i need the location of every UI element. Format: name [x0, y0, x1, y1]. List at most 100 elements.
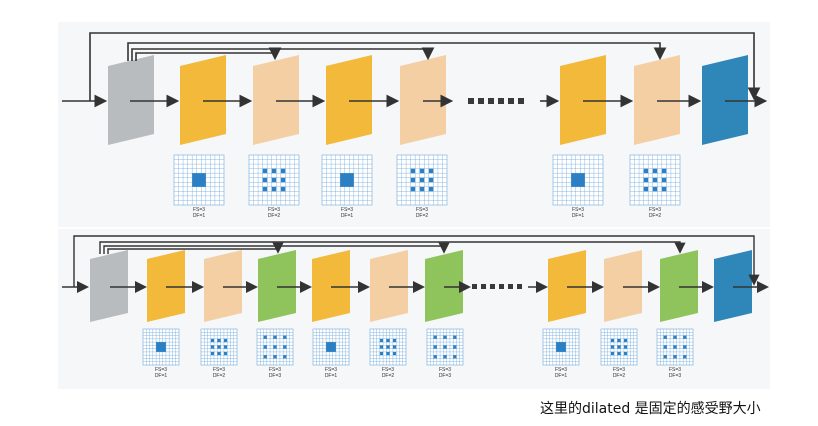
bottom-grid-4-kernel-cell: [379, 351, 384, 356]
bottom-grid-4-fs-label: FS=3: [382, 367, 394, 373]
top-grid-1-kernel-cell: [280, 186, 286, 192]
bottom-grid-8-kernel-cell: [683, 345, 687, 349]
bottom-grid-6-df-label: DF=1: [555, 373, 568, 379]
bottom-layer-11: [714, 250, 752, 322]
top-grid-1-kernel-cell: [262, 186, 268, 192]
top-grid-4-fs-label: FS=3: [572, 207, 584, 213]
top-grid-5-kernel-cell: [643, 186, 649, 192]
bottom-grid-4-kernel-cell: [386, 351, 390, 356]
bottom-grid-5-kernel-cell: [453, 345, 457, 349]
bottom-grid-1-kernel-cell: [217, 345, 221, 349]
top-grid-3-kernel-cell: [410, 168, 416, 174]
bottom-grid-7-kernel-cell: [623, 345, 628, 349]
bottom-grid-1-kernel-cell: [217, 338, 221, 343]
top-grid-3-kernel-cell: [428, 186, 434, 192]
bottom-grid-1-kernel-cell: [217, 351, 221, 356]
top-grid-1-kernel-cell: [271, 168, 277, 174]
bottom-grid-3-kernel: [326, 342, 336, 352]
bottom-ellipsis-dot: [517, 284, 522, 289]
bottom-grid-7-kernel-cell: [617, 338, 621, 343]
bottom-grid-5-kernel-cell: [443, 335, 447, 339]
top-grid-4-df-label: DF=1: [572, 213, 585, 219]
bottom-grid-1-fs-label: FS=3: [213, 367, 225, 373]
bottom-grid-4-kernel-cell: [392, 351, 397, 356]
bottom-skip-connection: [99, 241, 686, 254]
top-grid-3-kernel-cell: [419, 186, 425, 192]
top-layer-2: [253, 55, 299, 145]
bottom-grid-7-fs-label: FS=3: [613, 367, 625, 373]
bottom-grid-2-fs-label: FS=3: [269, 367, 281, 373]
top-grid-5-kernel-cell: [652, 186, 658, 192]
bottom-grid-2-kernel-cell: [283, 345, 287, 349]
bottom-ellipsis-dot: [481, 284, 486, 289]
top-grid-3-kernel-cell: [410, 177, 416, 183]
bottom-grid-7-kernel-cell: [610, 345, 615, 349]
top-layer-8: [702, 55, 748, 145]
bottom-grid-0-df-label: DF=1: [155, 373, 168, 379]
top-grid-3-df-label: DF=2: [416, 213, 429, 219]
bottom-grid-7-kernel-cell: [617, 345, 621, 349]
bottom-layer-0: [90, 250, 128, 322]
bottom-grid-8-kernel-cell: [673, 355, 677, 359]
top-grid-1-kernel-cell: [262, 177, 268, 183]
bottom-grid-4-kernel-cell: [392, 345, 397, 349]
bottom-grid-8-kernel-cell: [663, 335, 667, 339]
bottom-ellipsis-dot: [490, 284, 495, 289]
bottom-grid-2-kernel-cell: [263, 355, 267, 359]
top-layer-6: [560, 55, 606, 145]
bottom-grid-5-kernel-cell: [433, 335, 437, 339]
bottom-grid-5-kernel-cell: [453, 355, 457, 359]
top-grid-1-df-label: DF=2: [268, 213, 281, 219]
top-grid-4-kernel: [571, 173, 585, 187]
bottom-grid-8-kernel-cell: [683, 335, 687, 339]
top-grid-3-kernel-cell: [428, 177, 434, 183]
top-grid-1-kernel-cell: [280, 168, 286, 174]
bottom-grid-5-kernel-cell: [453, 335, 457, 339]
top-grid-5-kernel-cell: [643, 168, 649, 174]
top-grid-3-kernel-cell: [428, 168, 434, 174]
bottom-grid-1-kernel-cell: [210, 345, 215, 349]
bottom-layer-8: [548, 250, 586, 322]
bottom-grid-7-kernel-cell: [623, 338, 628, 343]
bottom-grid-5-df-label: DF=3: [439, 373, 452, 379]
bottom-grid-2-kernel-cell: [273, 355, 277, 359]
top-skip-connection: [135, 47, 282, 61]
bottom-grid-5-kernel-cell: [433, 355, 437, 359]
top-grid-3-kernel-cell: [419, 168, 425, 174]
top-grid-3-fs-label: FS=3: [416, 207, 428, 213]
top-grid-5-kernel-cell: [643, 177, 649, 183]
top-grid-5-fs-label: FS=3: [649, 207, 661, 213]
bottom-row: FS=3DF=1FS=3DF=2FS=3DF=3FS=3DF=1FS=3DF=2…: [62, 235, 769, 379]
top-grid-1-kernel-cell: [262, 168, 268, 174]
bottom-grid-8-kernel-cell: [683, 355, 687, 359]
top-layer-1: [180, 55, 226, 145]
top-grid-3-kernel-cell: [419, 177, 425, 183]
bottom-grid-8-kernel-cell: [673, 345, 677, 349]
top-grid-5-kernel-cell: [661, 186, 667, 192]
top-ellipsis-dot: [508, 98, 514, 104]
bottom-grid-5-fs-label: FS=3: [439, 367, 451, 373]
bottom-ellipsis-dot: [472, 284, 477, 289]
bottom-grid-8-kernel-cell: [673, 335, 677, 339]
bottom-grid-7-kernel-cell: [617, 351, 621, 356]
bottom-grid-6-kernel: [556, 342, 566, 352]
top-grid-5-kernel-cell: [661, 168, 667, 174]
top-layer-0: [108, 55, 154, 145]
bottom-grid-4-kernel-cell: [379, 345, 384, 349]
bottom-grid-7-kernel-cell: [623, 351, 628, 356]
bottom-grid-8-df-label: DF=3: [669, 373, 682, 379]
top-grid-1-kernel-cell: [280, 177, 286, 183]
top-layer-7: [634, 55, 680, 145]
top-grid-5-kernel-cell: [652, 177, 658, 183]
bottom-grid-0-kernel: [156, 342, 166, 352]
bottom-grid-0-fs-label: FS=3: [155, 367, 167, 373]
bottom-skip-connection: [73, 235, 760, 287]
bottom-layer-1: [147, 250, 185, 322]
top-grid-5-kernel-cell: [661, 177, 667, 183]
top-ellipsis-dot: [488, 98, 494, 104]
top-row: FS=3DF=1FS=3DF=2FS=3DF=1FS=3DF=2FS=3DF=1…: [62, 32, 768, 219]
top-layer-3: [326, 55, 372, 145]
top-grid-0-kernel: [192, 173, 206, 187]
top-grid-2-fs-label: FS=3: [341, 207, 353, 213]
bottom-layer-5: [370, 250, 408, 322]
